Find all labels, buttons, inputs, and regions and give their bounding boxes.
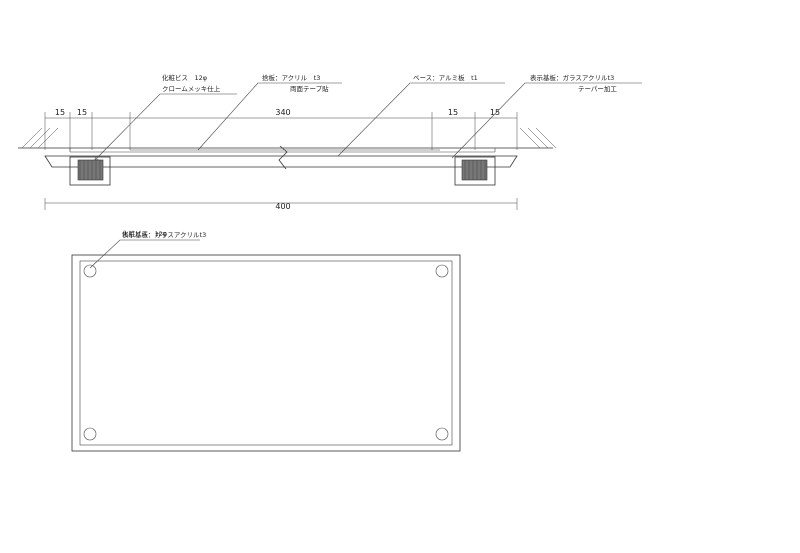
screw-hole-tr: [435, 264, 449, 278]
svg-text:ベース：アルミ板 t1: ベース：アルミ板 t1: [413, 73, 478, 82]
note-display-plate-top: 表示基板：ガラスアクリルt3 テーパー加工: [451, 73, 642, 159]
break-mark: [278, 145, 288, 170]
wall-hatch-right: [519, 127, 557, 149]
dim-right-margin: 15: [490, 108, 500, 117]
svg-text:表示基板：ガラスアクリルt3: 表示基板：ガラスアクリルt3: [530, 73, 614, 82]
svg-text:テーパー加工: テーパー加工: [578, 84, 617, 93]
front-view: 表示基板：ガラスアクリルt3 表示基板：ガラスアクリルt3: [71, 230, 461, 452]
screw-hole-tl: [83, 264, 97, 278]
screw-right: [454, 156, 496, 186]
dim-left-inner: 15: [77, 108, 87, 117]
svg-text:捨板：アクリル t3: 捨板：アクリル t3: [262, 73, 320, 82]
note-screw-front: 化粧ビス 12φ: [122, 229, 167, 238]
top-dimension-line: [44, 112, 518, 150]
screw-hole-bl: [83, 427, 97, 441]
note-base: ベース：アルミ板 t1: [337, 73, 505, 157]
svg-text:化粧ビス 12φ: 化粧ビス 12φ: [122, 229, 167, 238]
display-plate-outline: [71, 254, 461, 452]
note-back-plate: 捨板：アクリル t3 両面テープ貼: [197, 73, 342, 151]
dim-center: 340: [275, 108, 290, 117]
dim-right-inner: 15: [448, 108, 458, 117]
display-plate-profile: [44, 155, 518, 168]
svg-text:表示基板：ガラスアクリルt3: 表示基板：ガラスアクリルt3: [122, 230, 206, 239]
note-display-plate-front: 表示基板：ガラスアクリルt3 表示基板：ガラスアクリルt3: [89, 230, 206, 269]
taper-edge-line: [79, 260, 453, 446]
screw-hole-br: [435, 427, 449, 441]
svg-text:クロームメッキ仕上: クロームメッキ仕上: [162, 84, 221, 93]
screw-left: [69, 156, 111, 186]
dim-left-margin: 15: [55, 108, 65, 117]
note-screw: 化粧ビス 12φ クロームメッキ仕上: [95, 73, 237, 160]
wall-hatch-left: [21, 127, 59, 149]
dim-overall: 400: [275, 202, 290, 211]
svg-text:両面テープ貼: 両面テープ貼: [290, 84, 329, 93]
svg-text:化粧ビス 12φ: 化粧ビス 12φ: [162, 73, 207, 82]
top-view: 15 15 340 15 15 400 化粧ビス 12φ クロームメッキ仕上 捨…: [18, 73, 642, 211]
